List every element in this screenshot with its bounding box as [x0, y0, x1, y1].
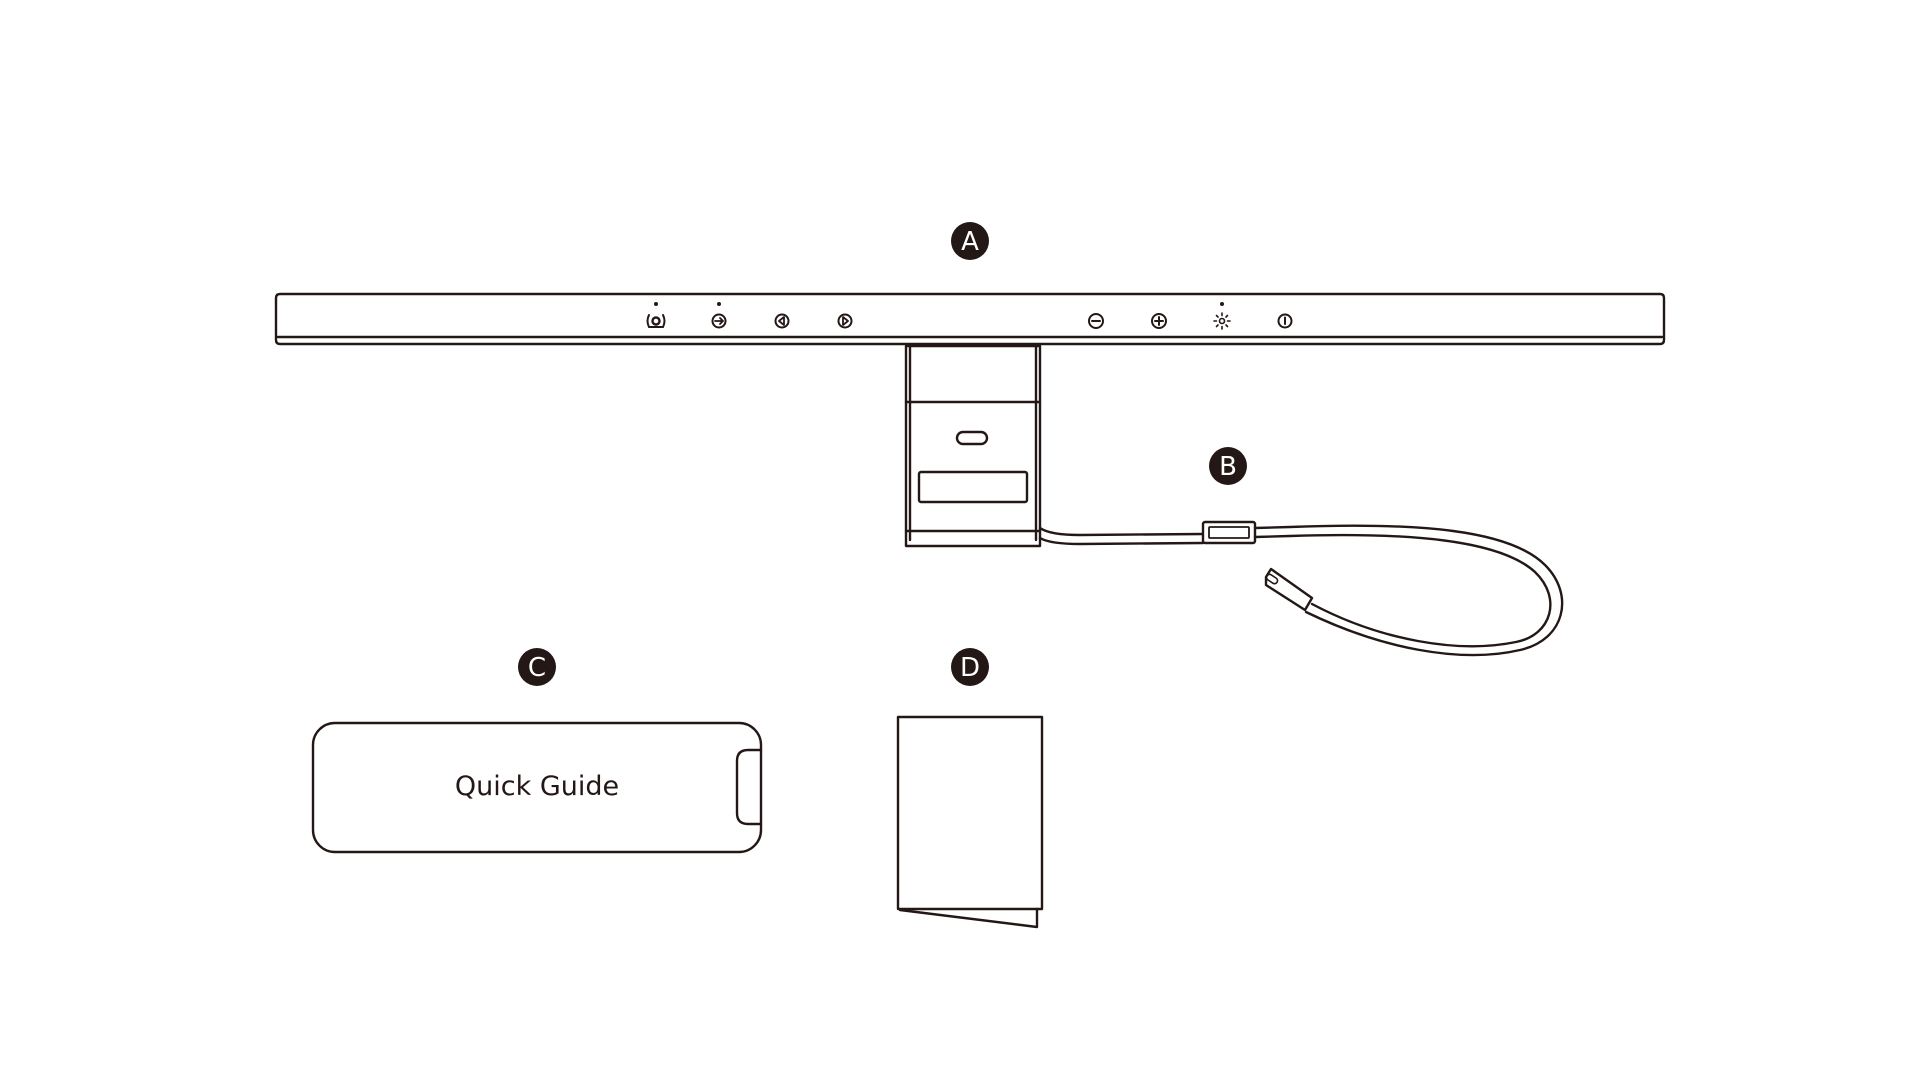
monitor-clamp — [904, 344, 1042, 548]
quick-guide-booklet: Quick Guide — [311, 721, 763, 854]
label-c-text: C — [528, 653, 546, 683]
power-icon — [1277, 313, 1293, 329]
previous-icon — [774, 313, 790, 329]
next-icon — [837, 313, 853, 329]
label-b-text: B — [1219, 452, 1237, 482]
clamp-grip-window — [917, 470, 1029, 504]
label-d-badge: D — [951, 648, 989, 686]
label-d-text: D — [960, 653, 980, 683]
mode-icon — [711, 302, 727, 329]
quick-guide-title: Quick Guide — [455, 771, 619, 802]
plus-icon — [1151, 313, 1167, 329]
label-b-badge: B — [1209, 447, 1247, 485]
folded-document — [896, 715, 1044, 929]
label-a-badge: A — [951, 222, 989, 260]
label-c-badge: C — [518, 648, 556, 686]
clamp-indicator-slot — [955, 430, 989, 446]
auto-dimming-icon — [646, 302, 666, 328]
monitor-light-bar — [274, 292, 1666, 346]
cable-ferrite-core — [1201, 520, 1257, 545]
label-a-text: A — [961, 227, 979, 257]
minus-icon — [1088, 313, 1104, 329]
usb-cable — [1038, 520, 1564, 657]
light-bar-controls — [646, 302, 1293, 330]
brightness-icon — [1213, 302, 1231, 330]
